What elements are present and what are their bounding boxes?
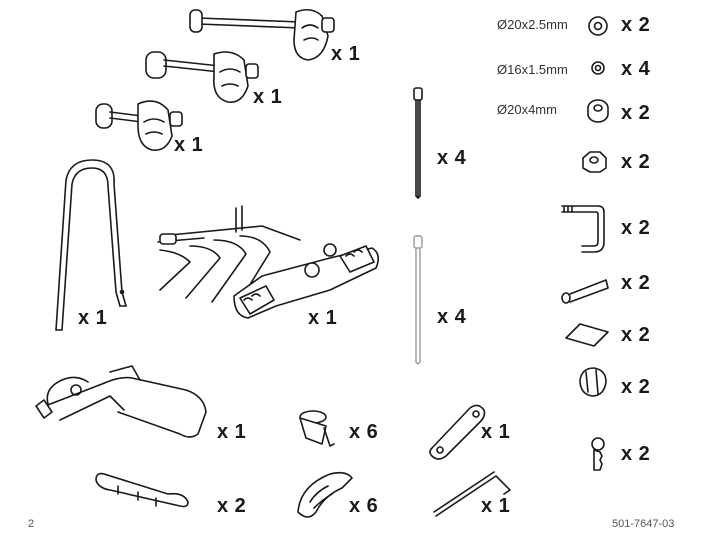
lever-plate-drawing: [429, 404, 486, 460]
washer-spec-3: Ø20x4mm: [497, 102, 557, 117]
hex-key-icon: [433, 471, 511, 517]
arm-mid-drawing: [145, 51, 259, 103]
washer-spec-1: Ø20x2.5mm: [497, 17, 568, 32]
frame-bar-qty: x 1: [78, 307, 108, 329]
carrier-qty: x 1: [308, 307, 338, 329]
document-code: 501-7647-03: [612, 518, 675, 530]
arm-long-drawing: [189, 8, 335, 61]
u-bolt-qty: x 2: [621, 217, 651, 239]
clamp-base-qty: x 1: [217, 421, 247, 443]
u-bolt-icon: [561, 205, 605, 253]
cable-tie-icon: [413, 87, 423, 199]
cable-tie-clear-icon: [413, 235, 423, 365]
strap-buckle-qty: x 6: [349, 495, 379, 517]
cable-tie-black-qty: x 4: [437, 147, 467, 169]
page-number: 2: [28, 518, 35, 530]
frame-bar-drawing: [55, 159, 127, 331]
strap-drawing: [299, 410, 335, 447]
bolt-qty: x 2: [621, 272, 651, 294]
washer-qty-3: x 2: [621, 102, 651, 124]
washer-icon: [588, 16, 608, 36]
hex-key-qty: x 1: [481, 495, 511, 517]
arm-short-drawing: [95, 100, 183, 152]
arm-mid-qty: x 1: [253, 86, 283, 108]
arm-long-qty: x 1: [331, 43, 361, 65]
clamp-base-drawing: [35, 365, 207, 438]
strap-qty: x 6: [349, 421, 379, 443]
washer-icon: [587, 99, 609, 123]
lever-plate-qty: x 1: [481, 421, 511, 443]
knob-icon: [579, 367, 607, 397]
washer-qty-2: x 4: [621, 58, 651, 80]
cable-tie-clear-qty: x 4: [437, 306, 467, 328]
knob-qty: x 2: [621, 376, 651, 398]
carrier-drawing: [157, 205, 380, 319]
washer-icon: [591, 61, 605, 75]
nut-qty: x 2: [621, 151, 651, 173]
strap-buckle-drawing: [297, 471, 353, 518]
nut-icon: [582, 151, 607, 173]
pad-icon: [565, 323, 609, 347]
wheel-holder-drawing: [95, 472, 189, 508]
arm-short-qty: x 1: [174, 134, 204, 156]
bolt-icon: [561, 279, 609, 304]
pad-qty: x 2: [621, 324, 651, 346]
washer-qty-1: x 2: [621, 14, 651, 36]
wheel-holder-qty: x 2: [217, 495, 247, 517]
key-icon: [591, 437, 605, 471]
key-qty: x 2: [621, 443, 651, 465]
washer-spec-2: Ø16x1.5mm: [497, 62, 568, 77]
